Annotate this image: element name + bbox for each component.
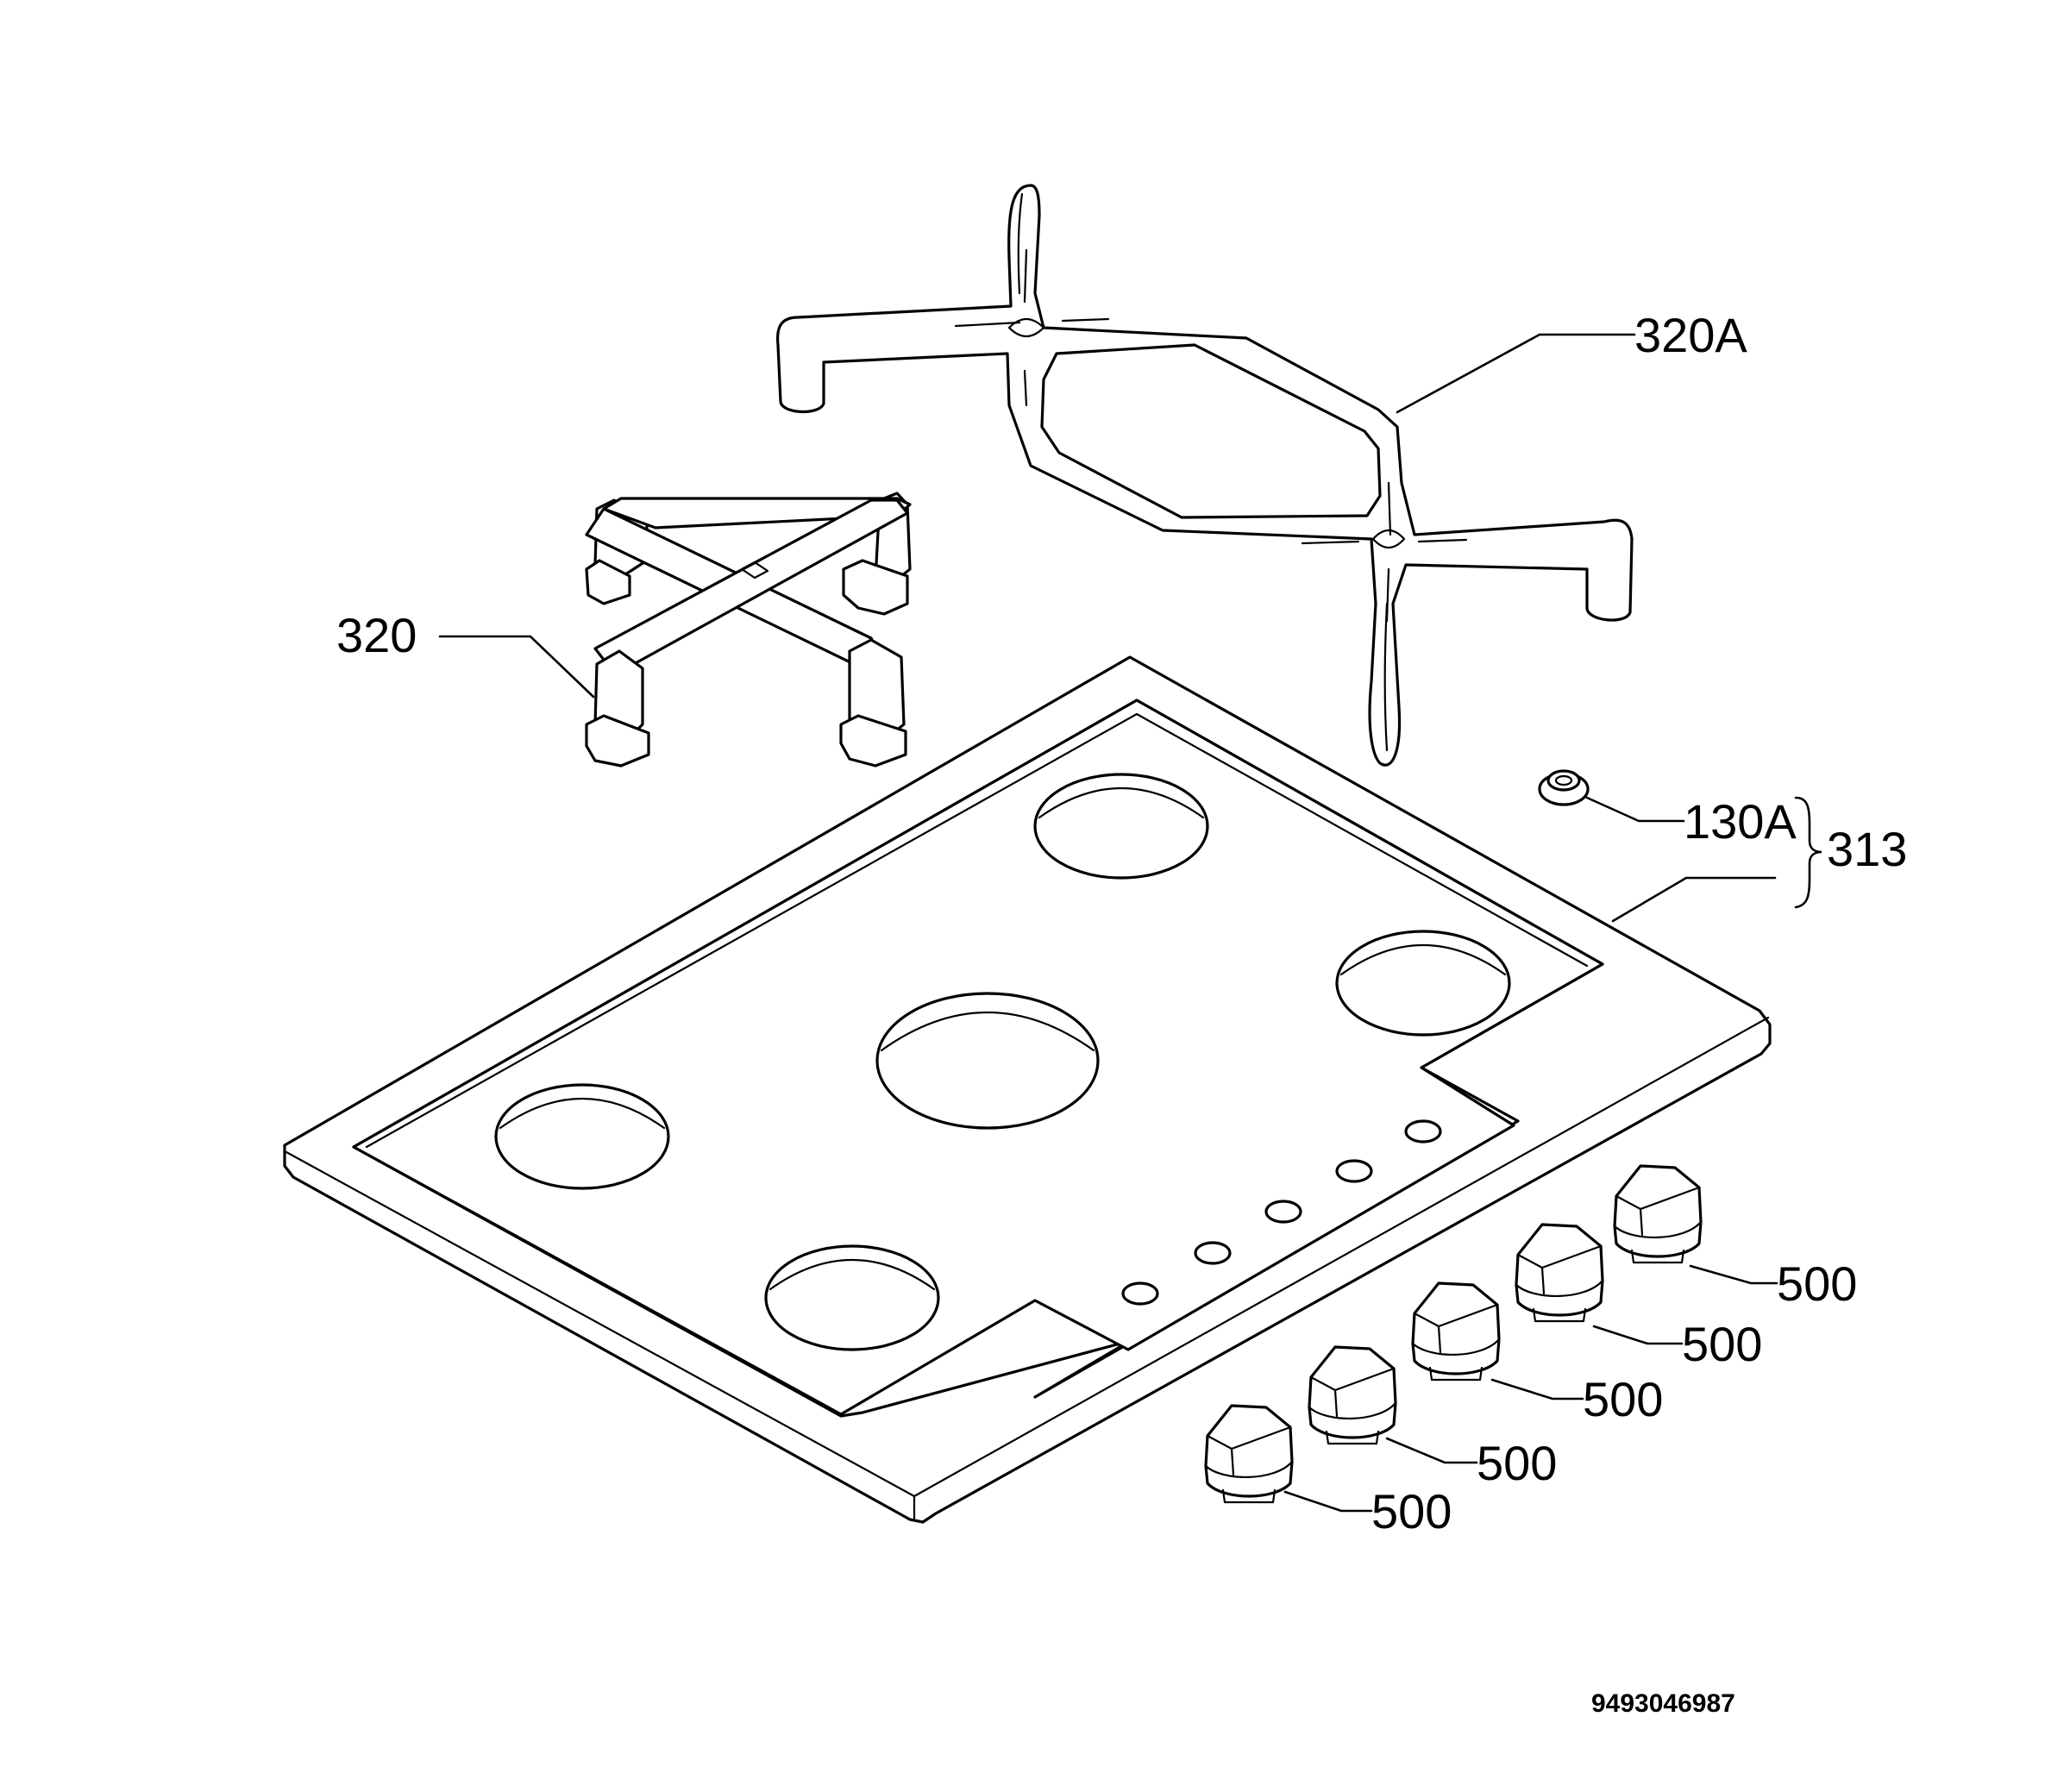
hob-top [283, 655, 1772, 1524]
pan-support-large [775, 184, 1634, 767]
knob-2 [1308, 1345, 1397, 1445]
burner-hole-centre [875, 992, 1100, 1130]
burner-hole-right [1335, 930, 1511, 1037]
label-500-a: 500 [1777, 1256, 1857, 1311]
label-130A: 130A [1684, 794, 1797, 849]
label-500-e: 500 [1371, 1484, 1452, 1538]
knob-holes [1121, 1119, 1442, 1306]
document-id: 9493046987 [1591, 1689, 1735, 1718]
label-500-c: 500 [1583, 1372, 1663, 1426]
label-320: 320 [336, 608, 417, 662]
burner-hole-front [764, 1244, 940, 1351]
leader-lines [438, 333, 1822, 1513]
label-500-d: 500 [1477, 1436, 1557, 1490]
knob-5 [1613, 1164, 1703, 1264]
burner-hole-left [494, 1083, 670, 1190]
knob-4 [1515, 1223, 1604, 1323]
knob-1 [1204, 1404, 1294, 1504]
label-320A: 320A [1634, 308, 1747, 362]
label-313: 313 [1827, 822, 1907, 876]
pan-support-small [585, 492, 912, 768]
knob-3 [1411, 1281, 1501, 1382]
label-500-b: 500 [1682, 1317, 1762, 1371]
rubber-foot [1538, 769, 1590, 806]
burner-hole-rear [1033, 773, 1209, 880]
